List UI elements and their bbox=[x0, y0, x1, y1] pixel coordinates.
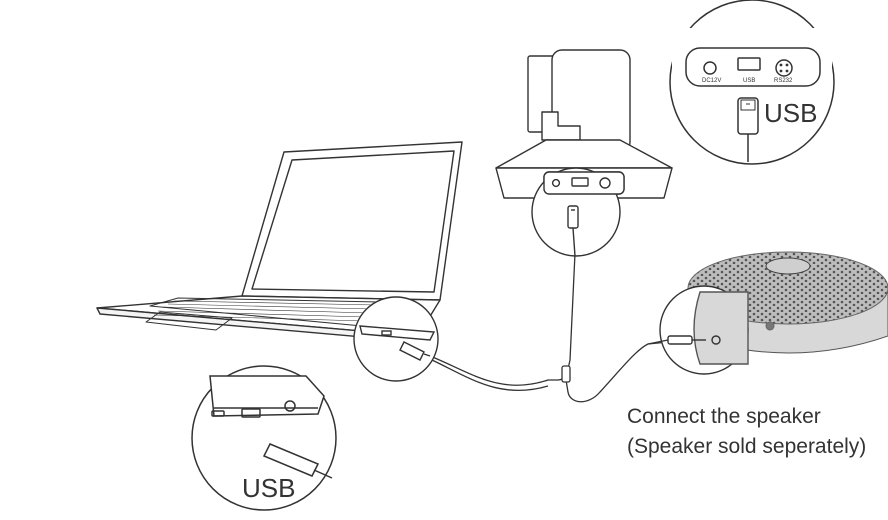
usb-label-laptop: USB bbox=[242, 473, 296, 503]
port-label-usb: USB bbox=[743, 78, 756, 84]
laptop-port-zoom-circle bbox=[353, 296, 439, 382]
port-label-rs232: RS232 bbox=[774, 78, 793, 84]
camera-usb-detail-circle bbox=[669, 0, 835, 165]
speaker-caption-line2: (Speaker sold seperately) bbox=[627, 435, 867, 458]
camera-port-zoom-circle bbox=[531, 167, 625, 257]
laptop-usb-detail-circle bbox=[191, 365, 337, 511]
speaker-port-zoom-circle bbox=[647, 285, 749, 375]
usb-label-camera: USB bbox=[764, 98, 818, 128]
port-label-dc12v: DC12V bbox=[702, 78, 722, 84]
laptop bbox=[96, 141, 463, 343]
speaker-caption-line1: Connect the speaker bbox=[627, 405, 821, 428]
cables bbox=[429, 231, 669, 403]
